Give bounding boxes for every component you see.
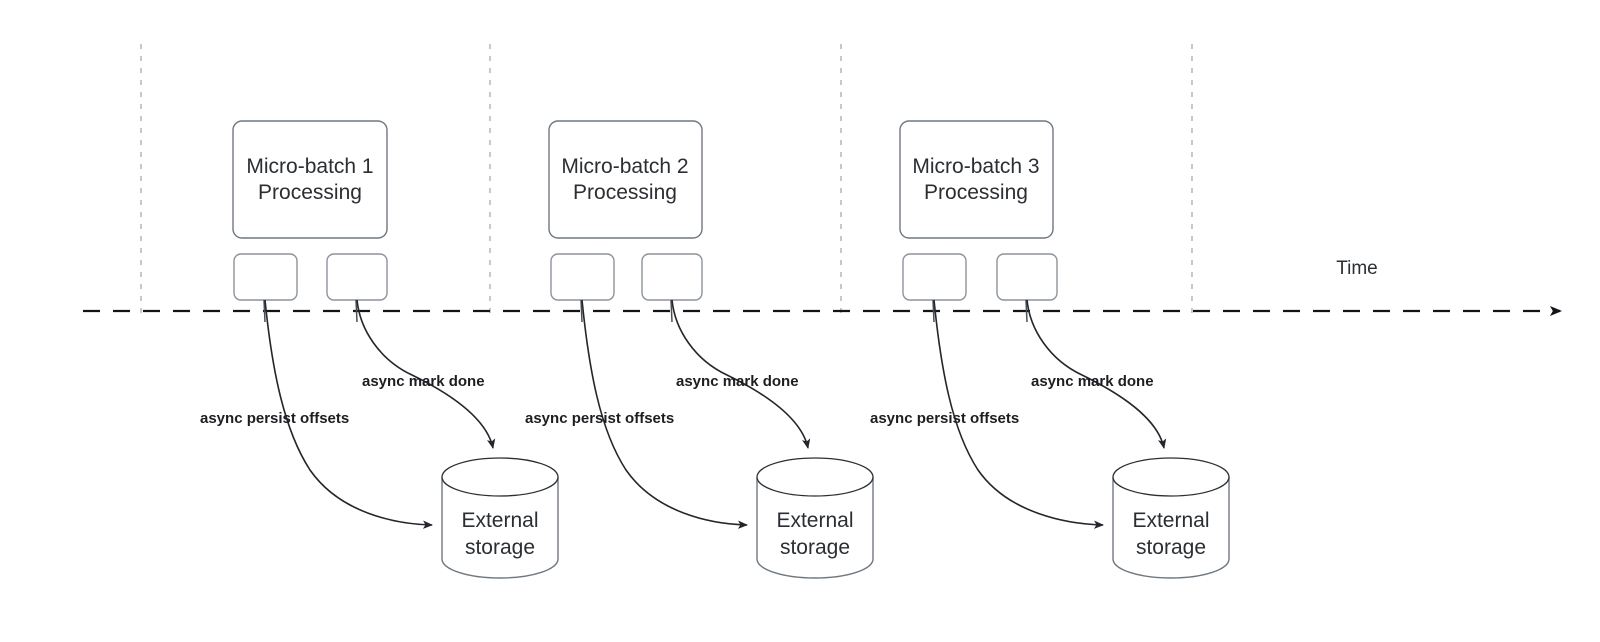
external-storage-3[interactable]: External storage xyxy=(1112,457,1230,579)
micro-batch-box-2-line1: Micro-batch 2 xyxy=(561,155,688,178)
timeline-tick-lines xyxy=(140,44,1193,316)
external-storage-2-line2: storage xyxy=(780,536,850,559)
external-storage-2-top xyxy=(756,457,874,497)
mini-box-1a[interactable] xyxy=(233,253,298,301)
async-persist-offsets-label-1: async persist offsets xyxy=(200,410,349,427)
external-storage-3-body xyxy=(1112,477,1230,579)
mini-box-2a-stem xyxy=(580,299,583,323)
mini-box-3a[interactable] xyxy=(902,253,967,301)
mini-box-2a[interactable] xyxy=(550,253,615,301)
async-persist-offsets-flow-1 xyxy=(264,299,433,529)
micro-batch-box-1[interactable] xyxy=(232,120,388,239)
async-mark-done-flow-3 xyxy=(1026,299,1167,449)
external-storage-1-line2: storage xyxy=(465,536,535,559)
mini-box-2b-stem xyxy=(670,299,673,323)
async-mark-done-flow-1 xyxy=(356,299,496,449)
external-storage-3-line2: storage xyxy=(1136,536,1206,559)
async-mark-done-label-1: async mark done xyxy=(362,373,485,390)
external-storage-1[interactable]: External storage xyxy=(441,457,559,579)
group-2: Micro-batch 2 Processing async persist o… xyxy=(525,120,874,579)
group-3: Micro-batch 3 Processing async persist o… xyxy=(870,120,1230,579)
external-storage-3-line1: External xyxy=(1132,509,1209,532)
mini-box-3b[interactable] xyxy=(996,253,1058,301)
mini-box-3b-stem xyxy=(1025,299,1028,323)
external-storage-2-line1: External xyxy=(776,509,853,532)
external-storage-1-line1: External xyxy=(461,509,538,532)
async-persist-offsets-label-2: async persist offsets xyxy=(525,410,674,427)
micro-batch-box-1-line1: Micro-batch 1 xyxy=(246,155,373,178)
external-storage-1-body xyxy=(441,477,559,579)
micro-batch-box-2-line2: Processing xyxy=(573,181,677,204)
mini-box-2b[interactable] xyxy=(641,253,703,301)
mini-box-1b[interactable] xyxy=(326,253,388,301)
micro-batch-box-2[interactable] xyxy=(548,120,703,239)
async-persist-offsets-flow-2 xyxy=(581,299,748,529)
async-mark-done-label-3: async mark done xyxy=(1031,373,1154,390)
async-mark-done-flow-2 xyxy=(671,299,811,449)
group-1: Micro-batch 1 Processing async persist o… xyxy=(200,120,559,579)
async-persist-offsets-flow-3 xyxy=(933,299,1104,529)
mini-box-3a-stem xyxy=(932,299,935,323)
async-mark-done-label-2: async mark done xyxy=(676,373,799,390)
micro-batch-box-1-line2: Processing xyxy=(258,181,362,204)
external-storage-2-body xyxy=(756,477,874,579)
mini-box-1b-stem xyxy=(355,299,358,323)
micro-batch-box-3-line2: Processing xyxy=(924,181,1028,204)
micro-batch-box-3[interactable] xyxy=(899,120,1054,239)
async-persist-offsets-label-3: async persist offsets xyxy=(870,410,1019,427)
timeline-axis-label: Time xyxy=(1336,258,1378,279)
external-storage-3-top xyxy=(1112,457,1230,497)
external-storage-2[interactable]: External storage xyxy=(756,457,874,579)
micro-batch-box-3-line1: Micro-batch 3 xyxy=(912,155,1039,178)
external-storage-1-top xyxy=(441,457,559,497)
mini-box-1a-stem xyxy=(263,299,266,323)
